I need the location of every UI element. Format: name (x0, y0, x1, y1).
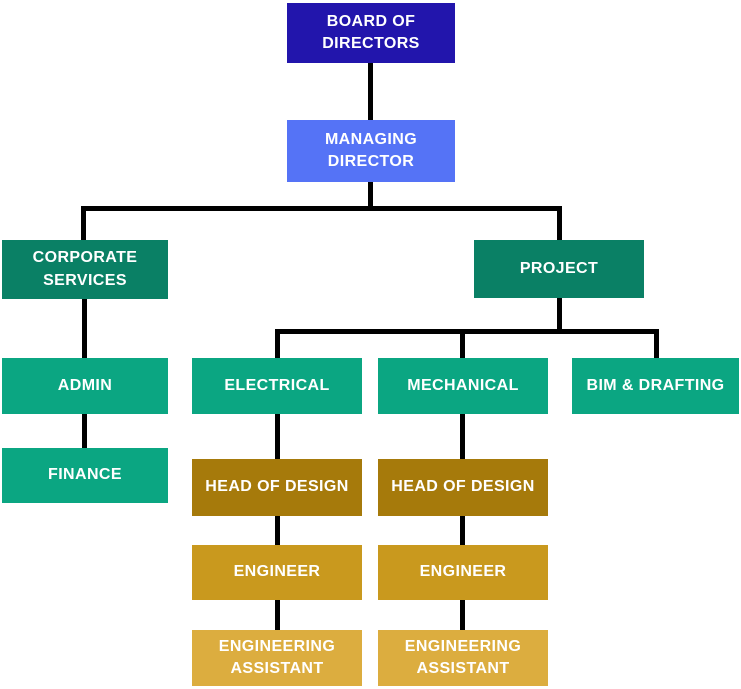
node-electrical-label: ELECTRICAL (224, 376, 330, 394)
node-electrical-engineering-assistant: ENGINEERING ASSISTANT (192, 630, 362, 686)
node-mechanical: MECHANICAL (378, 358, 548, 414)
connector-to-bim-drafting (654, 329, 659, 358)
node-project-label: PROJECT (519, 259, 599, 277)
node-electrical-engineer: ENGINEER (192, 545, 362, 600)
node-finance: FINANCE (2, 448, 168, 503)
node-bim-drafting: BIM & DRAFTING (572, 358, 739, 414)
node-managing-director-label: MANAGING DIRECTOR (324, 130, 418, 170)
node-mechanical-engineering-assistant-label: ENGINEERING ASSISTANT (404, 637, 522, 677)
connector-mechanical-to-head-of-design (460, 414, 465, 459)
node-mechanical-head-of-design-label: HEAD OF DESIGN (391, 478, 535, 496)
node-mechanical-engineer: ENGINEER (378, 545, 548, 600)
node-mechanical-label: MECHANICAL (407, 376, 519, 394)
node-corporate-services: CORPORATE SERVICES (2, 240, 168, 299)
node-electrical-head-of-design-label: HEAD OF DESIGN (205, 478, 349, 496)
node-mechanical-engineering-assistant: ENGINEERING ASSISTANT (378, 630, 548, 686)
connector-corporate-services-to-admin (82, 299, 87, 358)
connector-to-mechanical (460, 329, 465, 358)
connector-admin-to-finance (82, 414, 87, 448)
connector-electrical-engineer-to-assistant (275, 600, 280, 630)
connector-electrical-head-to-engineer (275, 516, 280, 545)
node-electrical-engineering-assistant-label: ENGINEERING ASSISTANT (218, 637, 336, 677)
node-admin: ADMIN (2, 358, 168, 414)
connector-project-children-horizontal (275, 329, 659, 334)
node-finance-label: FINANCE (48, 466, 122, 484)
node-electrical-head-of-design: HEAD OF DESIGN (192, 459, 362, 516)
node-managing-director: MANAGING DIRECTOR (287, 120, 455, 182)
node-electrical: ELECTRICAL (192, 358, 362, 414)
connector-to-electrical (275, 329, 280, 358)
connector-project-down (557, 298, 562, 331)
connector-electrical-to-head-of-design (275, 414, 280, 459)
connector-managing-director-down (368, 182, 373, 211)
node-mechanical-engineer-label: ENGINEER (419, 563, 507, 581)
connector-level2-horizontal (81, 206, 562, 211)
connector-mechanical-engineer-to-assistant (460, 600, 465, 630)
node-board-of-directors: BOARD OF DIRECTORS (287, 3, 455, 63)
node-project: PROJECT (474, 240, 644, 298)
connector-mechanical-head-to-engineer (460, 516, 465, 545)
node-mechanical-head-of-design: HEAD OF DESIGN (378, 459, 548, 516)
node-board-of-directors-label: BOARD OF DIRECTORS (322, 12, 420, 52)
connector-board-to-managing-director (368, 63, 373, 120)
node-bim-drafting-label: BIM & DRAFTING (586, 376, 725, 394)
node-admin-label: ADMIN (57, 376, 113, 394)
connector-to-project (557, 206, 562, 240)
connector-to-corporate-services (81, 206, 86, 240)
node-corporate-services-label: CORPORATE SERVICES (32, 249, 138, 289)
node-electrical-engineer-label: ENGINEER (233, 563, 321, 581)
